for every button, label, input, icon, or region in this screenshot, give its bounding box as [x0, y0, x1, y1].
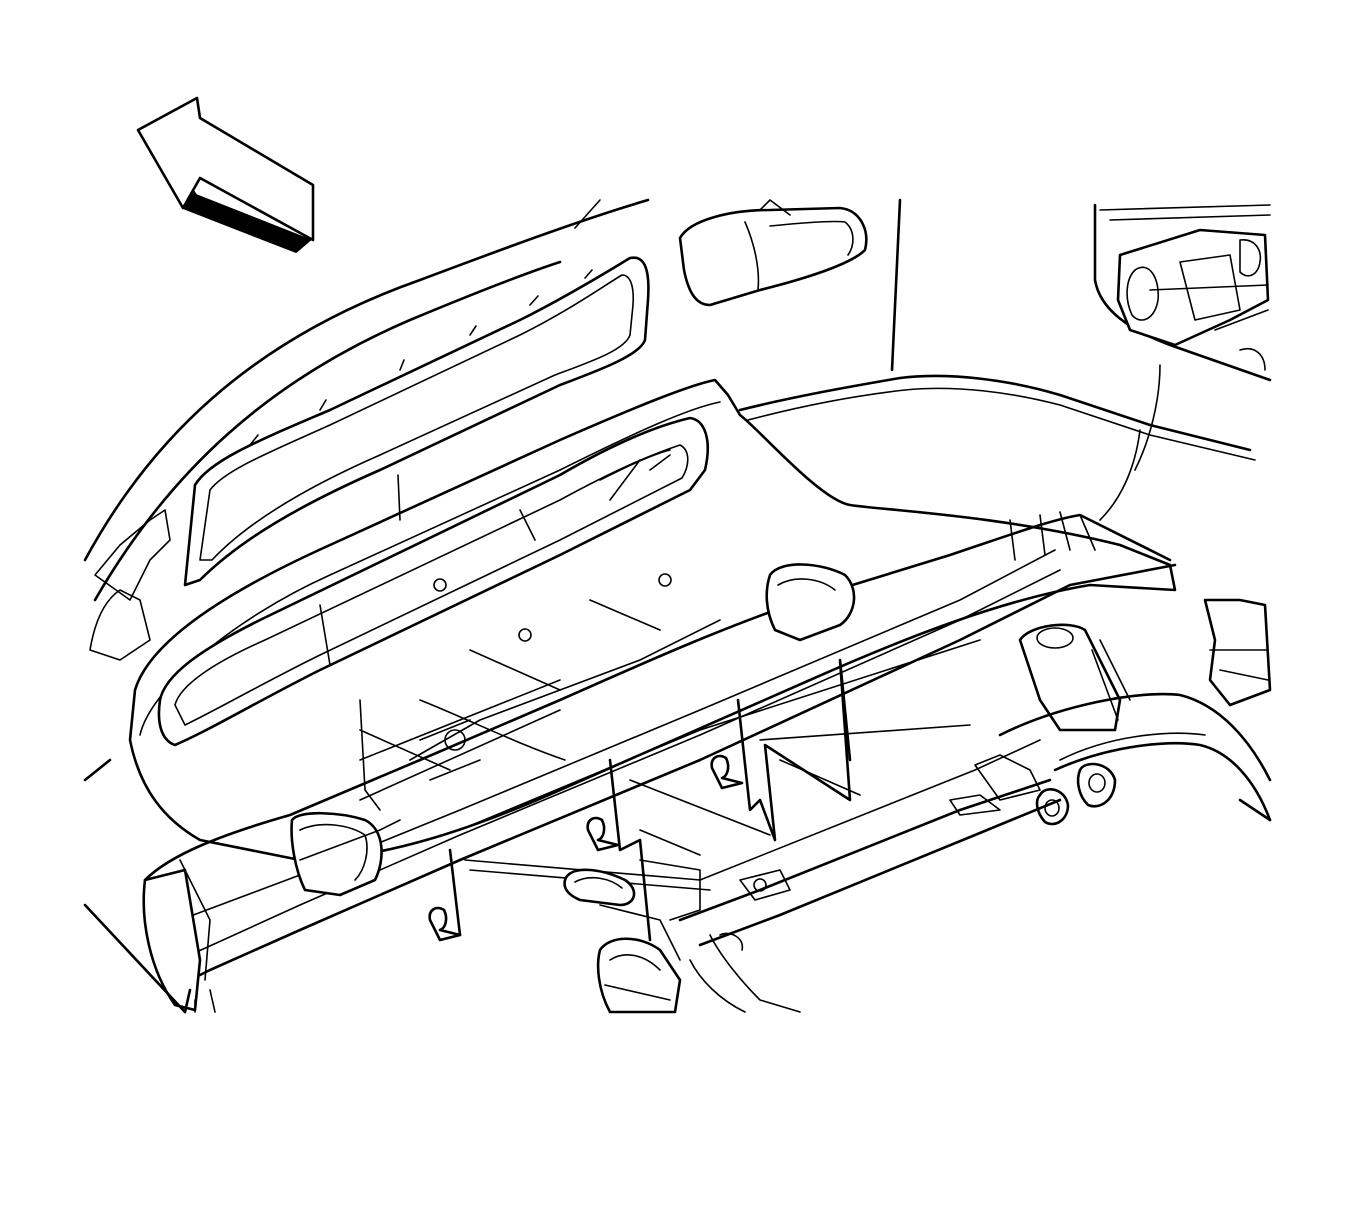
push-pin-retainer-3 — [710, 754, 744, 790]
bumper-fascia — [128, 364, 1256, 862]
upper-fascia — [83, 198, 650, 661]
push-pin-retainer-1 — [428, 906, 462, 942]
shield-zigzag-brackets — [448, 639, 1041, 961]
front-direction-arrow-icon — [136, 96, 315, 253]
frame-rail-right — [1093, 203, 1272, 382]
lower-rail — [596, 778, 1062, 1014]
crossmember — [299, 573, 721, 861]
push-pin-retainer-2 — [586, 816, 620, 852]
left-edge-lines — [83, 758, 1272, 1014]
lower-frame — [739, 598, 1272, 901]
fog-lamp-housing — [678, 199, 868, 307]
air-deflector — [142, 511, 1177, 1013]
body-seam — [890, 198, 902, 372]
fastener-clip — [563, 868, 636, 907]
